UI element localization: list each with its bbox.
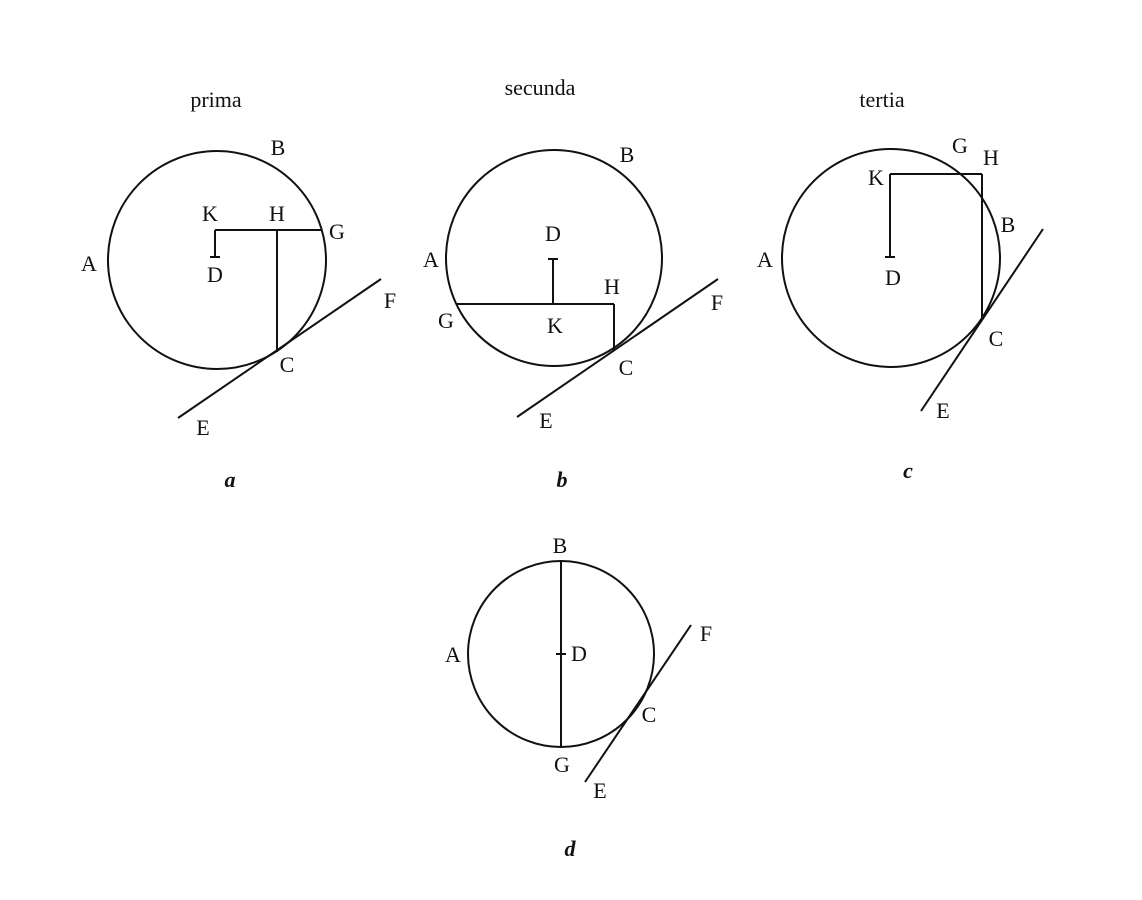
figure-a-label-k: K (202, 201, 218, 226)
figure-a-tangent-line-ef (177, 278, 382, 419)
figure-b: secunda A B D H G K F C E b (423, 75, 723, 492)
figure-b-label-g: G (438, 308, 454, 333)
figure-d-label-d: D (571, 641, 587, 666)
figure-c-label-g: G (952, 133, 968, 158)
figure-b-label-f: F (711, 290, 723, 315)
figure-a-caption: a (225, 467, 236, 492)
figure-d-label-b: B (553, 533, 568, 558)
figure-d: B A D F C G E d (445, 533, 712, 861)
figure-c: tertia A G H K B D C E c (757, 87, 1044, 483)
figure-b-label-d: D (545, 221, 561, 246)
figure-c-label-c: C (989, 326, 1004, 351)
figure-b-label-b: B (620, 142, 635, 167)
figure-a-label-h: H (269, 201, 285, 226)
figure-d-caption: d (565, 836, 577, 861)
figure-a-circle (107, 150, 327, 370)
figure-d-tangent-line-ef (584, 624, 692, 783)
figure-d-label-e: E (593, 778, 606, 803)
figure-a-label-b: B (271, 135, 286, 160)
figure-b-label-k: K (547, 313, 563, 338)
figure-d-label-c: C (642, 702, 657, 727)
figure-c-label-e: E (936, 398, 949, 423)
figure-b-label-e: E (539, 408, 552, 433)
figure-c-tangent-line-ec (920, 228, 1044, 412)
figure-b-label-c: C (619, 355, 634, 380)
figure-d-label-a: A (445, 642, 461, 667)
figure-c-label-k: K (868, 165, 884, 190)
figure-d-label-f: F (700, 621, 712, 646)
figure-a-label-f: F (384, 288, 396, 313)
figure-c-caption: c (903, 458, 913, 483)
figure-a-label-a: A (81, 251, 97, 276)
figure-a-label-g: G (329, 219, 345, 244)
figure-a-label-c: C (280, 352, 295, 377)
figure-a-title: prima (190, 87, 242, 112)
figure-b-circle (445, 149, 663, 367)
figure-b-caption: b (557, 467, 568, 492)
figure-b-title: secunda (505, 75, 576, 100)
figure-c-title: tertia (859, 87, 904, 112)
figure-c-label-d: D (885, 265, 901, 290)
figure-b-label-a: A (423, 247, 439, 272)
figure-c-label-b: B (1001, 212, 1016, 237)
figure-c-label-a: A (757, 247, 773, 272)
figure-a-label-d: D (207, 262, 223, 287)
figure-b-label-h: H (604, 274, 620, 299)
figure-b-tangent-line-ef (516, 278, 719, 418)
figure-c-label-h: H (983, 145, 999, 170)
figure-a-label-e: E (196, 415, 209, 440)
figure-c-circle (781, 148, 1001, 368)
figure-d-label-g: G (554, 752, 570, 777)
figure-a: prima A B K H G D F C E a (81, 87, 396, 492)
